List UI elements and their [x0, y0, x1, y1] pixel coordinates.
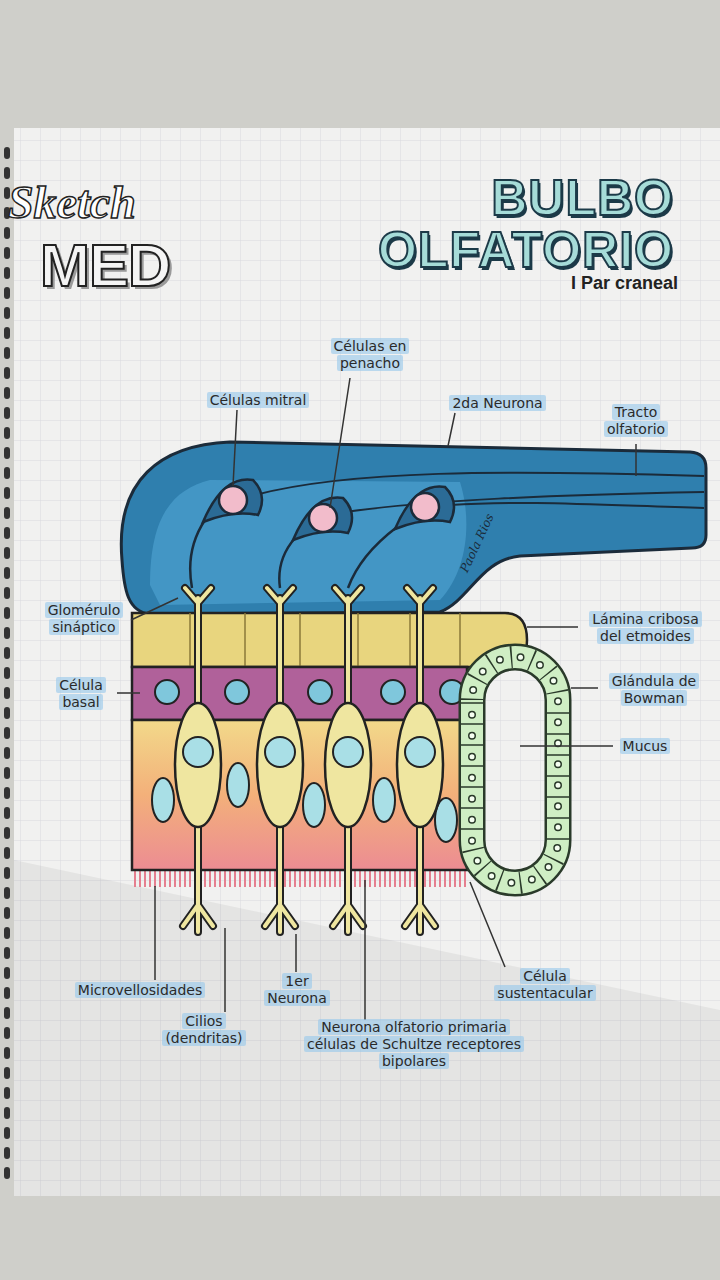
- leader-line: [117, 378, 636, 1020]
- label-box: Célula basal: [45, 677, 117, 711]
- part-label: Mucus: [620, 738, 671, 754]
- notebook-page: [14, 128, 720, 1196]
- label-box: Célula sustentacular: [484, 968, 606, 1002]
- spiral-binding: [4, 150, 10, 1180]
- part-label: Glomérulo sináptico: [45, 602, 124, 635]
- gland-outline: [472, 657, 558, 883]
- olfactory-neuron: [397, 588, 443, 932]
- sustentacular-nucleus: [373, 778, 395, 822]
- grid-paper: [14, 128, 720, 1196]
- bulb-inner-layer: [150, 480, 466, 605]
- label-box: Sketch: [8, 178, 198, 228]
- tufted-cell-body: [293, 498, 352, 540]
- part-label: Glándula de Bowman: [609, 673, 699, 706]
- label-box: Lámina cribosa del etmoides: [578, 611, 713, 645]
- cribriform-plate: [132, 613, 527, 667]
- diagram-title: BULBO OLFATORIO: [322, 172, 674, 276]
- mitral-dendrites: [190, 520, 397, 588]
- gland-cell-nucleus-center: [472, 657, 558, 883]
- label-box: Neurona olfatorio primaria células de Sc…: [298, 1019, 530, 1070]
- sustentacular-nucleus: [152, 778, 174, 822]
- part-label: Tracto olfatorio: [604, 404, 668, 437]
- basal-cell: [225, 680, 249, 704]
- logo-text: Sketch: [8, 177, 136, 228]
- part-label: Células mitral: [207, 392, 310, 408]
- label-box: Células en penacho: [320, 338, 420, 372]
- gland-cell-nucleus: [472, 657, 558, 883]
- label-box: 2da Neurona: [435, 395, 560, 412]
- part-label: 2da Neurona: [449, 395, 545, 411]
- cell-nucleus: [411, 493, 439, 521]
- part-label: Célula basal: [56, 677, 106, 710]
- sustentacular-nucleus: [227, 763, 249, 807]
- mitral-cell-body: [395, 487, 454, 529]
- label-box: Cilios (dendritas): [152, 1013, 256, 1047]
- part-label: Microvellosidades: [75, 982, 205, 998]
- label-box: Glomérulo sináptico: [36, 602, 132, 636]
- label-box: Mucus: [614, 738, 676, 755]
- gland-cells: [472, 657, 558, 883]
- part-label: Cilios (dendritas): [162, 1013, 245, 1046]
- olfactory-neuron: [257, 588, 303, 932]
- part-label: Células en penacho: [331, 338, 410, 371]
- olfactory-neuron: [175, 588, 221, 932]
- basal-cell: [381, 680, 405, 704]
- label-box: MED: [40, 236, 190, 296]
- basal-cell: [155, 680, 179, 704]
- label-box: Glándula de Bowman: [598, 673, 710, 707]
- cell-nucleus: [219, 486, 247, 514]
- label-box: 1er Neurona: [261, 973, 333, 1007]
- part-label: Lámina cribosa del etmoides: [589, 611, 701, 644]
- label-box: Microvellosidades: [55, 982, 225, 999]
- subtitle: I Par craneal: [571, 273, 678, 293]
- sustentacular-nucleus: [303, 783, 325, 827]
- cell-nucleus: [309, 504, 337, 532]
- part-label: Neurona olfatorio primaria células de Sc…: [304, 1019, 524, 1069]
- logo-text: MED: [40, 232, 170, 299]
- olfactory-neuron: [325, 588, 371, 932]
- basal-cell: [308, 680, 332, 704]
- label-box: Tracto olfatorio: [595, 404, 677, 438]
- gland-cell-borders: [472, 657, 558, 883]
- part-label: Célula sustentacular: [494, 968, 595, 1001]
- part-label: 1er Neurona: [264, 973, 329, 1006]
- shadow: [14, 860, 720, 1196]
- label-box: I Par craneal: [478, 272, 678, 294]
- label-box: Células mitral: [193, 392, 323, 409]
